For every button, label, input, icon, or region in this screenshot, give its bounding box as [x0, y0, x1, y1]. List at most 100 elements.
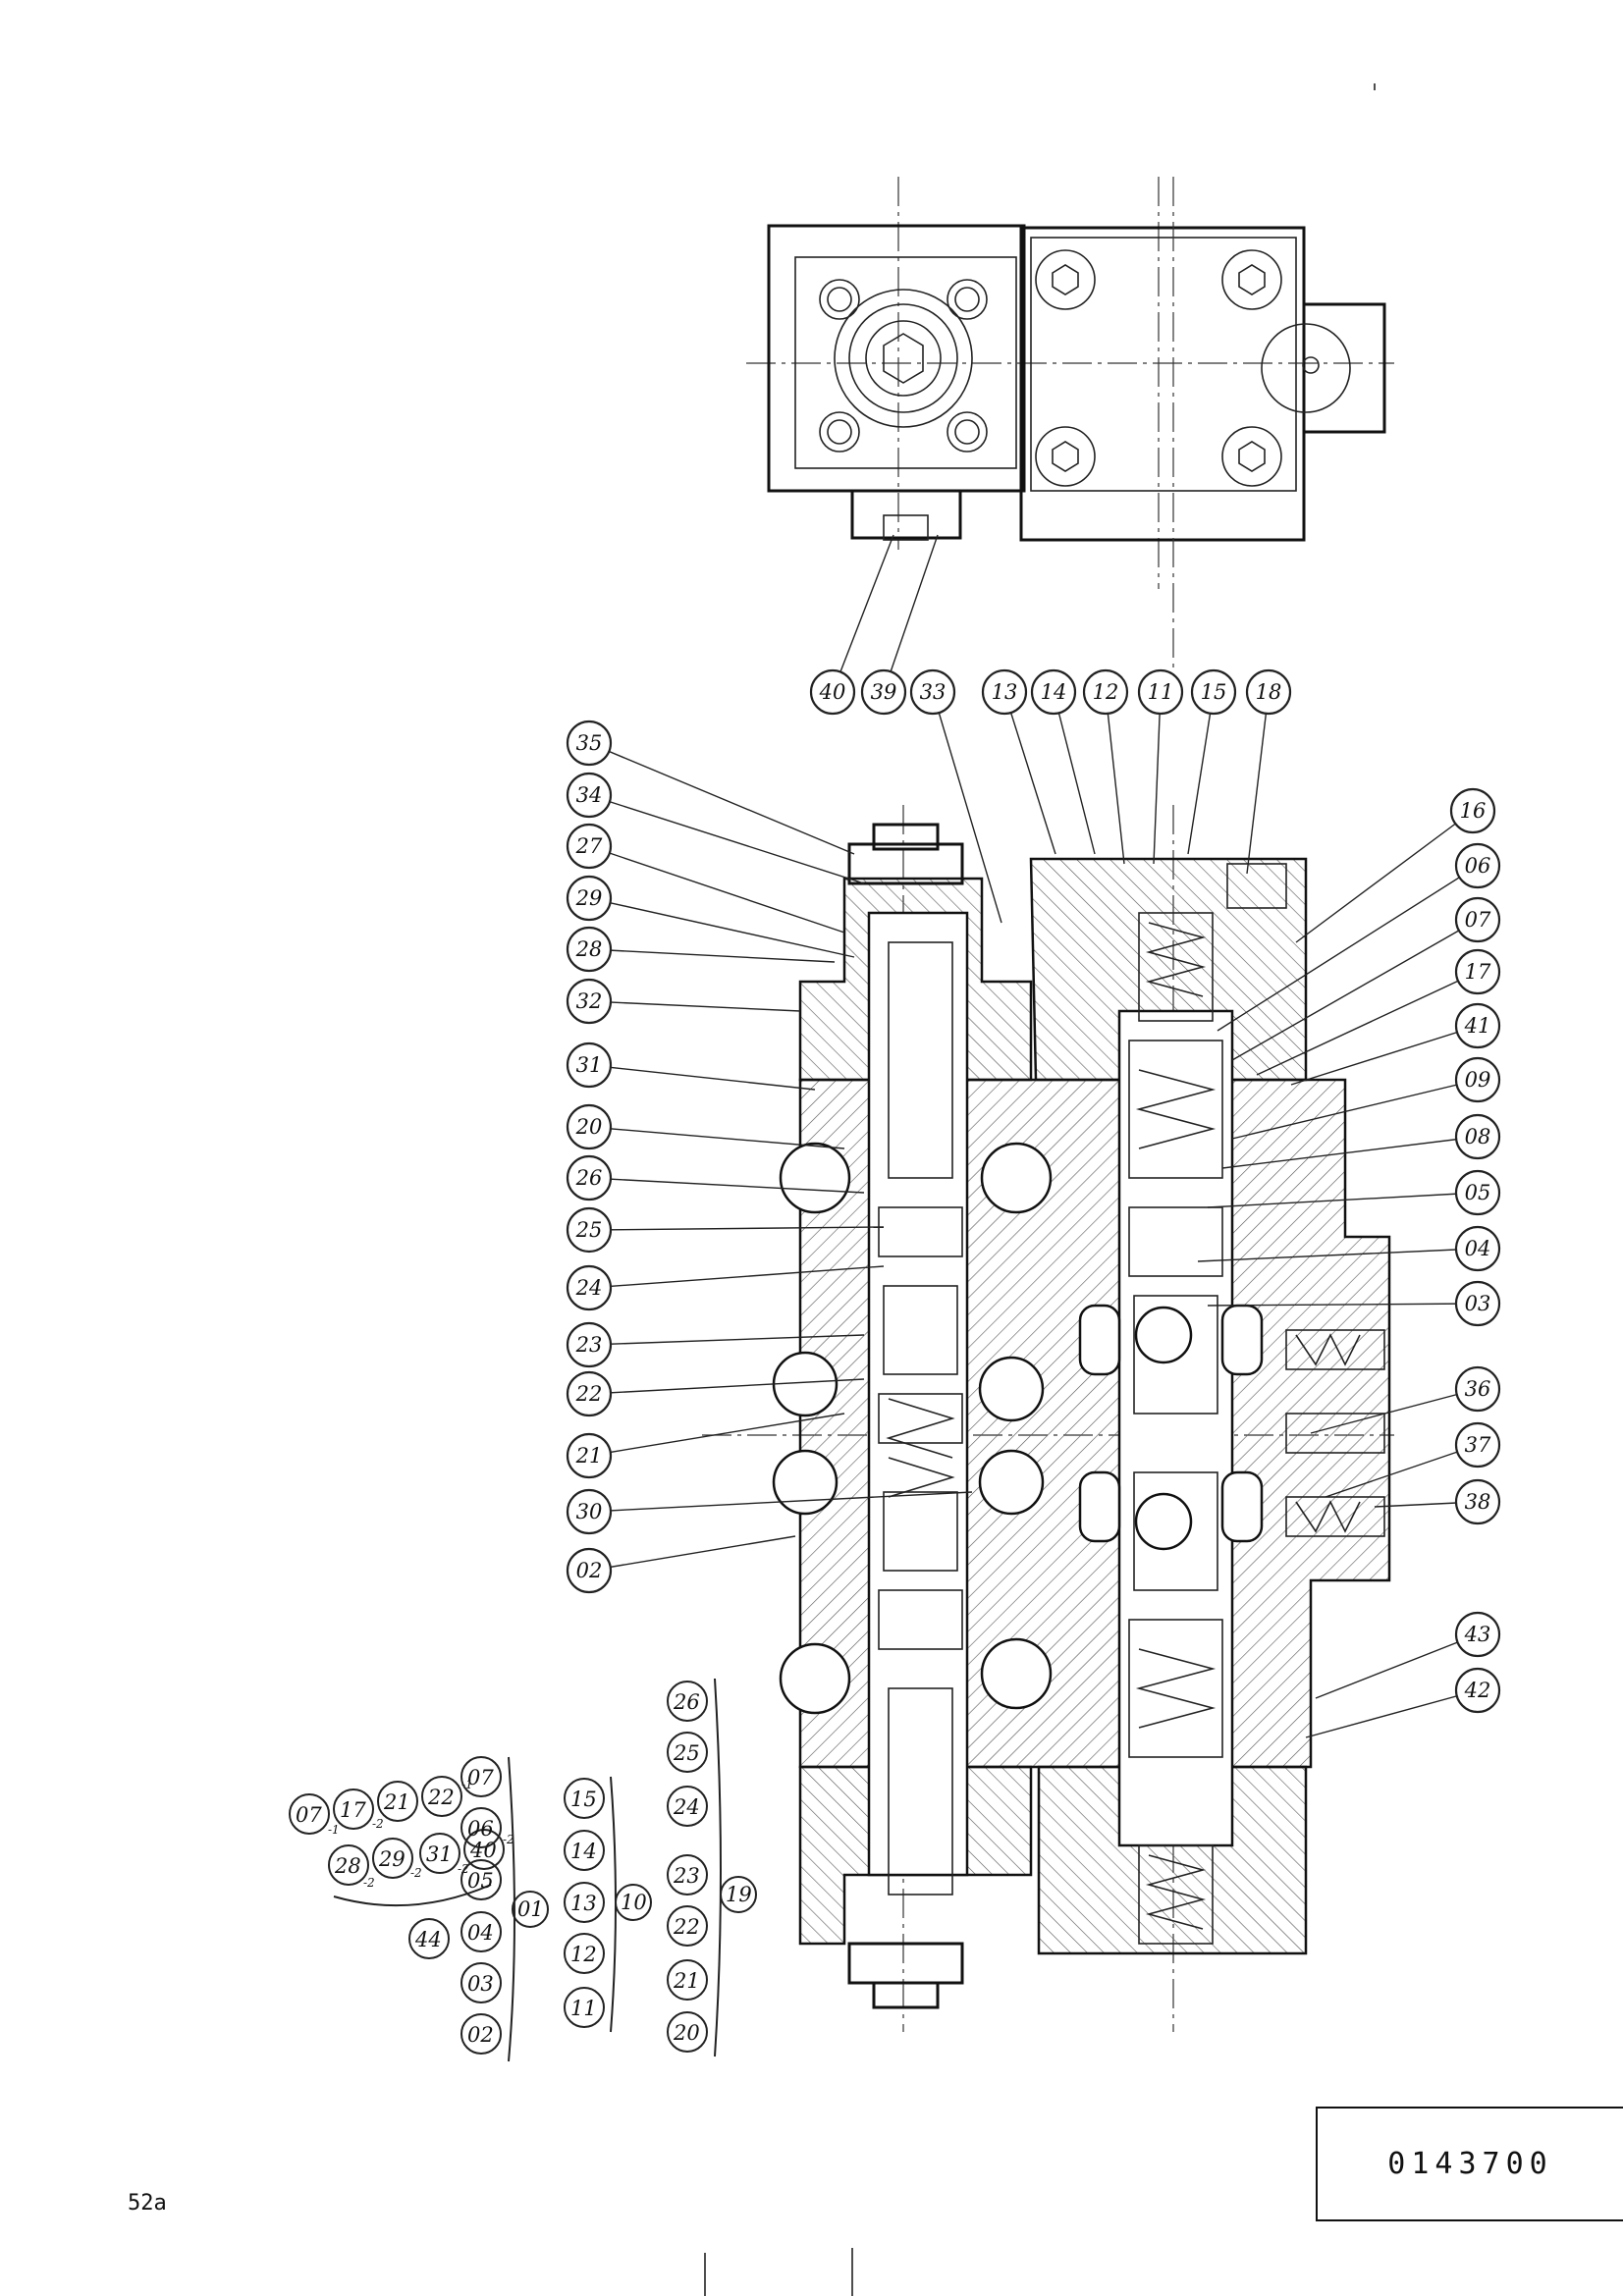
balloon-circle	[1454, 896, 1501, 943]
callout-37: 37	[1325, 1421, 1501, 1498]
balloon-label: 32	[576, 989, 603, 1013]
leader-line	[588, 742, 855, 855]
svg-text:-2: -2	[372, 1817, 384, 1831]
leader-line	[1246, 691, 1270, 875]
callout-43: 43	[1315, 1611, 1501, 1699]
callout-06: 06	[1217, 842, 1501, 1032]
svg-text:14: 14	[570, 1840, 597, 1863]
balloon-circle	[1449, 787, 1496, 834]
svg-text:24: 24	[673, 1795, 700, 1819]
bom-group-label: 19	[726, 1883, 752, 1906]
balloon-circle	[1082, 668, 1129, 716]
callout-05: 05	[1207, 1169, 1501, 1216]
balloon-circle	[566, 926, 613, 973]
svg-text:05: 05	[467, 1869, 494, 1893]
balloon-label: 34	[576, 783, 603, 807]
balloon-label: 06	[1465, 854, 1491, 878]
leader-line	[1187, 691, 1215, 855]
callout-39: 39	[860, 534, 939, 716]
balloon-label: 05	[1465, 1181, 1491, 1204]
balloon-circle	[1454, 1280, 1501, 1327]
balloon-label: 13	[992, 680, 1018, 704]
balloon-label: 27	[575, 834, 603, 858]
leader-line	[1221, 1136, 1479, 1169]
balloon-label: 36	[1465, 1377, 1491, 1401]
leader-line	[1256, 971, 1479, 1076]
balloon-circle	[1454, 1169, 1501, 1216]
callout-21: 21	[566, 1413, 845, 1479]
balloon-circle	[1245, 668, 1292, 716]
leader-line	[1295, 810, 1474, 943]
callout-03: 03	[1207, 1280, 1501, 1327]
balloon-label: 17	[1465, 960, 1491, 984]
leader-line	[588, 1226, 885, 1231]
callout-35: 35	[566, 720, 855, 855]
leader-line	[588, 1334, 865, 1346]
assembly-44-row1: 07 -1 17 -2 21 22 -1	[289, 1776, 473, 1837]
cross-section	[702, 177, 1394, 2032]
svg-text:12: 12	[570, 1943, 597, 1966]
callout-36: 36	[1310, 1365, 1501, 1434]
parts-list: 07 -1 17 -2 21 22 -1 28 -2 29 -2 31 -2 4…	[289, 1678, 757, 2062]
balloon-circle	[566, 772, 613, 819]
balloon-circle	[809, 668, 856, 716]
balloon-circle	[566, 1432, 613, 1479]
svg-text:21: 21	[673, 1969, 700, 1993]
balloon-label: 35	[576, 731, 603, 755]
balloon-label: 29	[575, 886, 603, 910]
drawing-number-box: 0143700	[1316, 2107, 1623, 2221]
balloon-label: 04	[1465, 1237, 1491, 1260]
callout-15: 15	[1187, 668, 1237, 855]
callout-17: 17	[1256, 948, 1501, 1076]
balloon-label: 16	[1460, 799, 1487, 823]
callout-32: 32	[566, 978, 801, 1025]
bottom-edge-marks	[704, 83, 1376, 2296]
balloon-label: 28	[575, 937, 603, 961]
balloon-circle	[566, 720, 613, 767]
balloon-circle	[1454, 1225, 1501, 1272]
callout-02: 02	[566, 1535, 796, 1594]
bom-item: 40	[469, 1839, 497, 1862]
balloon-label: 21	[575, 1444, 603, 1468]
bom-item: 21	[383, 1790, 410, 1814]
balloon-label: 12	[1093, 680, 1119, 704]
callout-30: 30	[566, 1488, 973, 1535]
end-view	[746, 177, 1394, 589]
leader-line	[588, 1491, 973, 1513]
callout-28: 28	[566, 926, 836, 973]
balloon-circle	[566, 1041, 613, 1089]
leader-line	[1231, 1079, 1479, 1140]
balloon-label: 09	[1465, 1068, 1491, 1092]
balloon-label: 38	[1465, 1490, 1491, 1514]
svg-text:20: 20	[673, 2021, 700, 2045]
balloon-label: 43	[1464, 1623, 1491, 1646]
svg-text:-2: -2	[363, 1876, 375, 1890]
balloon-label: 30	[576, 1500, 603, 1523]
callout-26: 26	[566, 1154, 865, 1201]
balloon-label: 26	[575, 1166, 603, 1190]
balloon-circle	[566, 1488, 613, 1535]
svg-text:-2: -2	[503, 1833, 514, 1846]
balloon-circle	[566, 1264, 613, 1311]
balloon-circle	[566, 1206, 613, 1254]
svg-text:02: 02	[467, 2023, 494, 2047]
balloon-label: 39	[871, 680, 897, 704]
bom-group-label: 01	[517, 1897, 544, 1921]
callout-41: 41	[1290, 1002, 1501, 1086]
leader-line	[588, 845, 845, 934]
bom-item: 22	[427, 1786, 455, 1809]
leader-line	[1315, 1633, 1479, 1699]
leader-line	[1290, 1025, 1479, 1086]
callout-42: 42	[1305, 1667, 1501, 1738]
callout-34: 34	[566, 772, 865, 884]
balloon-circle	[566, 823, 613, 870]
balloon-label: 37	[1465, 1433, 1491, 1457]
callout-12: 12	[1082, 668, 1129, 865]
balloon-circle	[1454, 842, 1501, 889]
leader-line	[588, 1000, 801, 1012]
callout-38: 38	[1374, 1478, 1501, 1525]
svg-text:03: 03	[467, 1972, 494, 1996]
balloon-circle	[909, 668, 956, 716]
leader-line	[1305, 1689, 1479, 1738]
